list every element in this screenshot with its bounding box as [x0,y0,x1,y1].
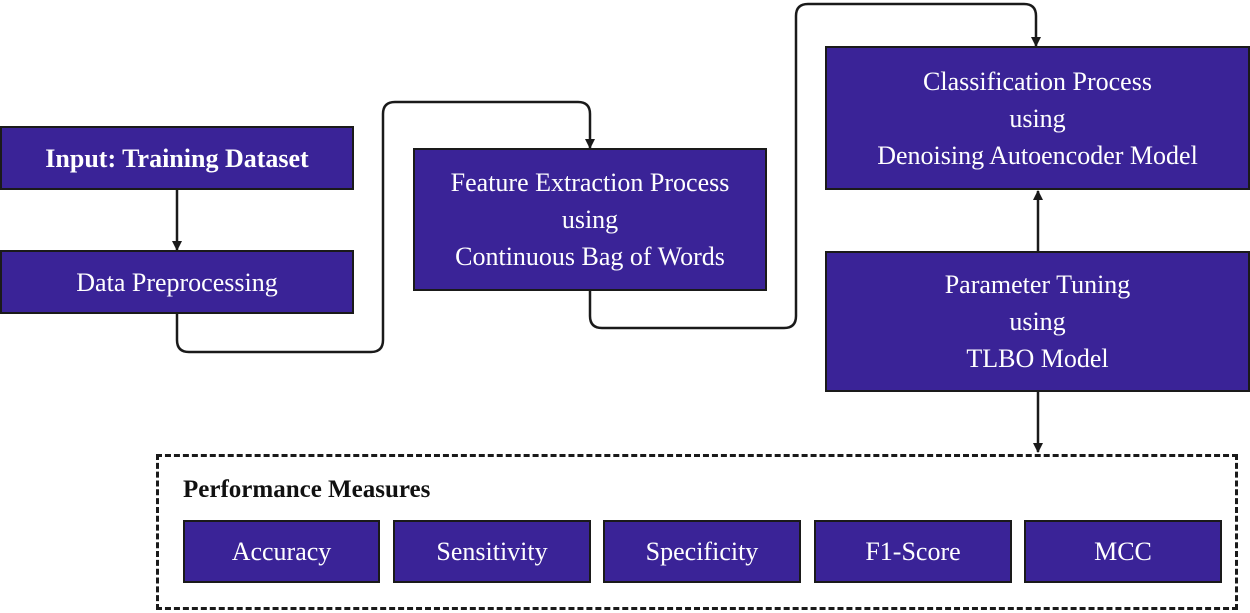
input-training-dataset-box: Input: Training Dataset [0,126,354,190]
box-text-line: Continuous Bag of Words [455,242,725,271]
measure-specificity-box: Specificity [603,520,801,583]
box-text-line: Classification Process [923,66,1152,96]
performance-measures-frame [156,454,1238,610]
box-text-line: using [1009,307,1066,336]
box-text-line: Parameter Tuning [944,270,1131,299]
box-text-line: using [1009,103,1066,133]
box-text-line: Feature Extraction Process [450,168,730,197]
measure-sensitivity-box: Sensitivity [393,520,591,583]
box-text-line: Denoising Autoencoder Model [877,140,1198,170]
performance-measures-title: Performance Measures [183,476,431,503]
measure-mcc-box: MCC [1024,520,1222,583]
box-text-line: using [561,205,619,234]
data-preprocessing-box: Data Preprocessing [0,250,354,314]
box-text-line: Data Preprocessing [76,267,278,297]
box-text-line: Input: Training Dataset [45,143,309,173]
arrow-feature-extraction-to-classification [588,2,1041,330]
measure-accuracy-box: Accuracy [183,520,380,583]
arrow-preprocessing-to-feature-extraction [175,100,595,354]
box-text-line: TLBO Model [966,344,1109,373]
measure-f1-score-box: F1-Score [814,520,1012,583]
